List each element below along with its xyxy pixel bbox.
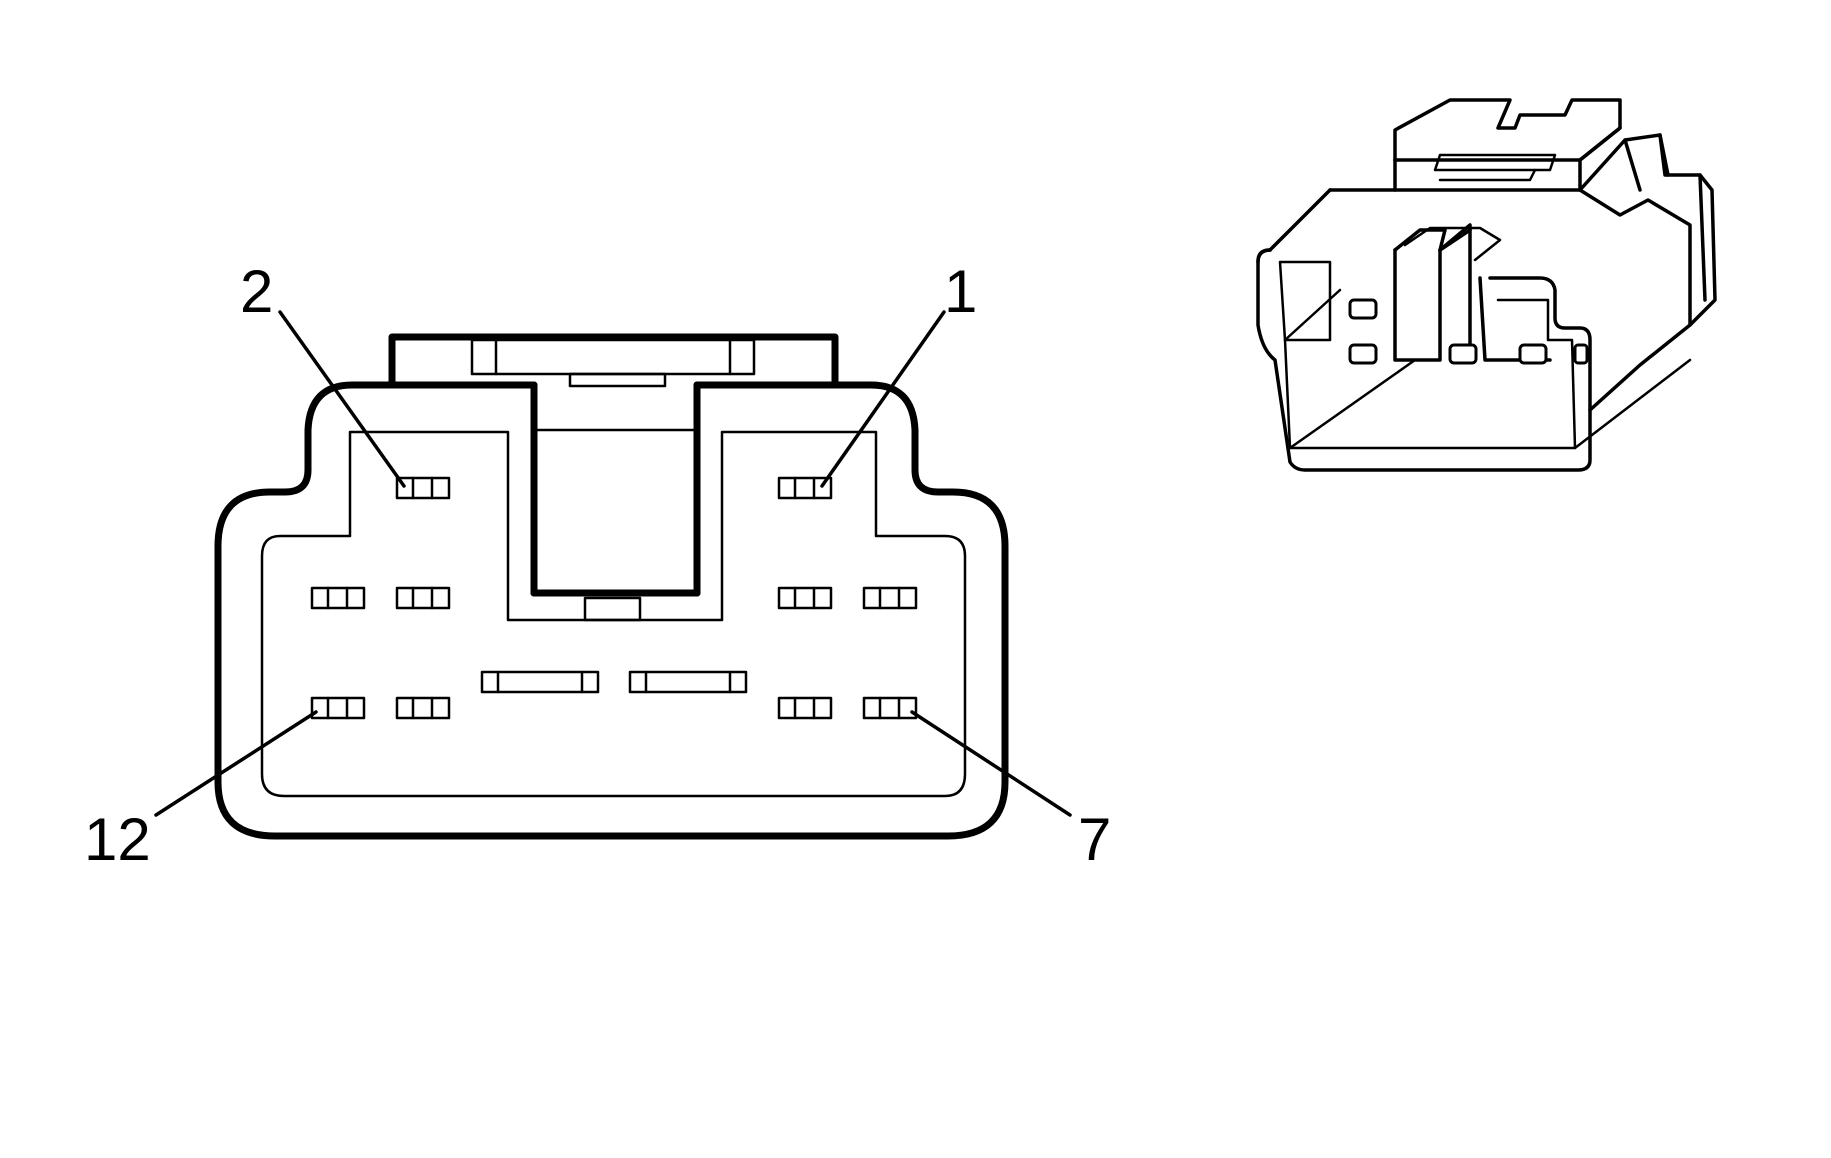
connector-isometric-view [1256, 98, 1717, 472]
terminal-slot [777, 586, 833, 610]
pin-leader-lines [154, 310, 1072, 817]
leader-line-pin-7 [910, 710, 1072, 817]
terminal-slot [395, 696, 451, 720]
leader-line-pin-12 [154, 710, 318, 817]
terminal-slot [777, 476, 833, 500]
terminal-slot [395, 586, 451, 610]
leader-line-pin-1 [820, 310, 946, 488]
connector-latch [388, 333, 839, 389]
terminal-slot-long [480, 670, 600, 694]
terminal-slots [310, 476, 918, 720]
terminal-slot [862, 696, 918, 720]
connector-housing-outline [214, 381, 1009, 840]
pin-label-12: 12 [84, 806, 151, 873]
terminal-slot [862, 586, 918, 610]
leader-line-pin-2 [278, 310, 406, 488]
terminal-slot-long [628, 670, 748, 694]
connector-keyway [530, 381, 701, 597]
terminal-slot [310, 696, 366, 720]
pin-label-7: 7 [1078, 806, 1111, 873]
terminal-slot [777, 696, 833, 720]
pin-label-2: 2 [240, 258, 273, 325]
terminal-slot [310, 586, 366, 610]
connector-face-view: 2 1 12 7 [84, 258, 1111, 873]
connector-inner-cavity [260, 430, 967, 798]
terminal-slot [395, 476, 451, 500]
pin-label-1: 1 [944, 258, 977, 325]
